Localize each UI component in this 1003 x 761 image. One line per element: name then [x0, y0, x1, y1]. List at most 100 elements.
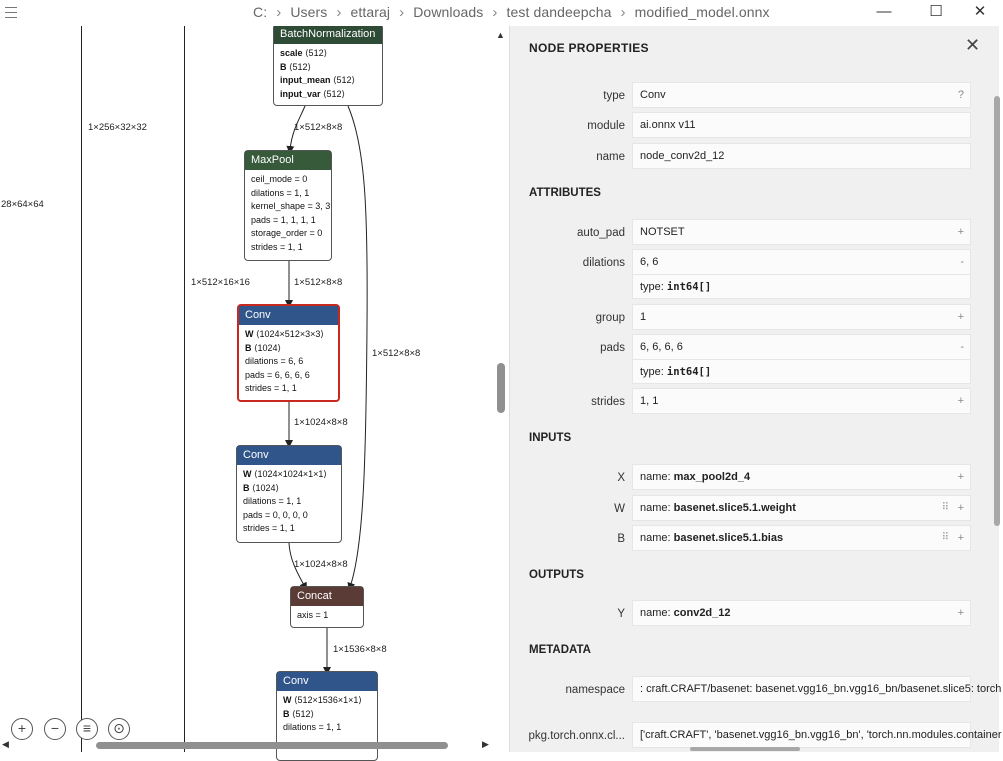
node-batchnormalization[interactable]: BatchNormalization scale ⟨512⟩ B ⟨512⟩ i…: [273, 24, 383, 106]
node-conv-selected[interactable]: Conv W ⟨1024×512×3×3⟩ B ⟨1024⟩ dilations…: [237, 304, 340, 402]
edge-label: 1×1536×8×8: [333, 644, 387, 655]
property-value: 1, 1: [640, 395, 659, 407]
type-value: int64[]: [666, 281, 712, 293]
property-value: 6, 6, 6, 6: [640, 341, 683, 353]
scrollbar-thumb[interactable]: [497, 363, 505, 413]
node-title: BatchNormalization: [274, 25, 382, 44]
property-label: auto_pad: [577, 227, 625, 239]
node-attr: strides = 1, 1: [251, 241, 303, 252]
edge-label: 1×512×16×16: [191, 277, 250, 288]
window-close-button[interactable]: ✕: [973, 3, 987, 20]
edge-label: 1×512×8×8: [372, 348, 421, 359]
close-icon[interactable]: ✕: [965, 35, 981, 55]
breadcrumb-item[interactable]: Downloads: [413, 4, 484, 20]
property-label: B: [617, 533, 625, 545]
node-attr: B ⟨1024⟩: [245, 342, 282, 353]
zoom-out-button[interactable]: −: [44, 718, 66, 740]
breadcrumb-item[interactable]: test dandeepcha: [506, 4, 612, 20]
grid-icon[interactable]: ⠿: [941, 502, 949, 513]
scroll-left-icon[interactable]: ◀: [2, 739, 9, 749]
property-label: Y: [617, 608, 625, 620]
property-label: pkg.torch.onnx.cl...: [528, 730, 625, 742]
input-name: basenet.slice5.1.weight: [673, 502, 796, 514]
node-title: Conv: [237, 446, 341, 465]
title-bar: C:›Users›ettaraj›Downloads›test dandeepc…: [0, 0, 999, 26]
zoom-fit-button[interactable]: ⊙: [108, 718, 130, 740]
breadcrumb-separator-icon: ›: [276, 4, 282, 21]
property-value: node_conv2d_12: [640, 150, 725, 162]
name-label: name:: [640, 471, 671, 483]
section-attributes: ATTRIBUTES: [529, 187, 601, 199]
menu-icon[interactable]: [5, 7, 17, 18]
minimize-button[interactable]: —: [876, 3, 892, 20]
property-value: : craft.CRAFT/basenet: basenet.vgg16_bn.…: [640, 683, 1002, 695]
node-conv[interactable]: Conv W ⟨1024×1024×1×1⟩ B ⟨1024⟩ dilation…: [236, 445, 342, 543]
property-value: Conv: [640, 89, 666, 101]
graph-canvas[interactable]: 28×64×64 1×256×32×32 1×512×8×8 1×512×16×…: [0, 24, 509, 761]
help-button[interactable]: ?: [957, 89, 964, 101]
breadcrumb-item[interactable]: modified_model.onnx: [634, 4, 770, 20]
edge-skip: [347, 105, 368, 591]
graph-horizontal-scrollbar[interactable]: ◀ ▶: [0, 739, 495, 752]
scroll-up-icon[interactable]: ▲: [496, 30, 505, 40]
property-label: module: [587, 120, 625, 132]
edge-label: 1×1024×8×8: [294, 417, 348, 428]
node-attr: W ⟨1024×1024×1×1⟩: [243, 469, 327, 479]
collapse-button[interactable]: -: [960, 341, 964, 353]
graph-edge-line: [184, 26, 185, 752]
expand-button[interactable]: +: [957, 395, 964, 407]
node-title: Concat: [291, 587, 363, 606]
section-outputs: OUTPUTS: [529, 569, 584, 581]
graph-edges: [285, 105, 368, 675]
input-name: basenet.slice5.1.bias: [673, 532, 784, 544]
expand-button[interactable]: +: [957, 226, 964, 238]
property-label: type: [603, 90, 625, 102]
scrollbar-thumb[interactable]: [96, 742, 448, 749]
collapse-button[interactable]: -: [960, 256, 964, 268]
node-attr: input_var ⟨512⟩: [280, 88, 346, 99]
node-attr: B ⟨512⟩: [283, 708, 315, 719]
expand-button[interactable]: +: [957, 607, 964, 619]
node-attr: pads = 1, 1, 1, 1: [251, 214, 316, 225]
maximize-button[interactable]: ☐: [929, 3, 943, 20]
scroll-right-icon[interactable]: ▶: [482, 739, 489, 749]
expand-button[interactable]: +: [957, 532, 964, 544]
property-label: pads: [600, 342, 625, 354]
edge-label: 28×64×64: [1, 199, 44, 210]
node-title: Conv: [239, 306, 338, 325]
name-label: name:: [640, 532, 671, 544]
property-label: dilations: [582, 257, 625, 269]
expand-button[interactable]: +: [957, 471, 964, 483]
property-label: namespace: [565, 684, 625, 696]
property-value: ['craft.CRAFT', 'basenet.vgg16_bn.vgg16_…: [640, 729, 1002, 741]
graph-vertical-scrollbar[interactable]: ▲: [495, 26, 507, 740]
grid-icon[interactable]: ⠿: [941, 532, 949, 543]
breadcrumb-item[interactable]: C:: [253, 4, 268, 20]
node-attr: B ⟨1024⟩: [243, 482, 280, 493]
edge-label: 1×512×8×8: [294, 122, 343, 133]
output-name: conv2d_12: [673, 607, 731, 619]
breadcrumb-item[interactable]: ettaraj: [350, 4, 391, 20]
node-attr: W ⟨1024×512×3×3⟩: [245, 329, 324, 339]
node-concat[interactable]: Concat axis = 1: [290, 586, 364, 628]
node-attr: W ⟨512×1536×1×1⟩: [283, 695, 362, 705]
list-view-button[interactable]: ≡: [76, 718, 98, 740]
panel-scrollbar[interactable]: [994, 96, 1000, 526]
node-title: MaxPool: [245, 151, 331, 170]
type-value: int64[]: [666, 366, 712, 378]
node-attr: input_mean ⟨512⟩: [280, 75, 356, 86]
node-attr: ceil_mode = 0: [251, 174, 308, 184]
breadcrumb-item[interactable]: Users: [290, 4, 328, 20]
node-attr: dilations = 1, 1: [283, 722, 342, 733]
node-maxpool[interactable]: MaxPool ceil_mode = 0 dilations = 1, 1 k…: [244, 150, 332, 261]
node-attr: dilations = 6, 6: [245, 356, 304, 367]
node-attr: strides = 1, 1: [245, 383, 297, 394]
zoom-in-button[interactable]: +: [11, 718, 33, 740]
node-attr: strides = 1, 1: [243, 523, 295, 534]
expand-button[interactable]: +: [957, 502, 964, 514]
type-label: type:: [640, 366, 664, 378]
graph-edge-line: [81, 26, 82, 752]
panel-horizontal-scrollbar[interactable]: [690, 747, 800, 751]
expand-button[interactable]: +: [957, 311, 964, 323]
node-title: Conv: [277, 672, 377, 691]
